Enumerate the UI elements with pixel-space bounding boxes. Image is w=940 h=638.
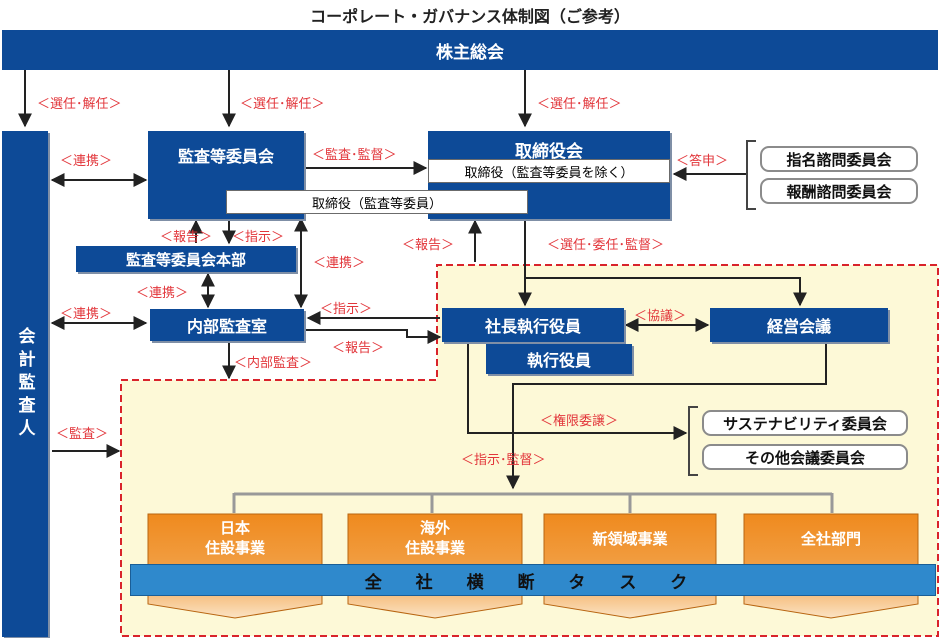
president-executive-officer-label: 社長執行役員: [484, 317, 581, 336]
label-report-answer: ＜答申＞: [676, 154, 729, 169]
label-report-to-board: ＜報告＞: [402, 238, 455, 253]
remuneration-committee: 報酬諮問委員会: [760, 178, 918, 204]
label-internal-audit: ＜内部監査＞: [234, 356, 313, 371]
label-audit-supervise: ＜監査･監督＞: [312, 148, 397, 163]
label-audit: ＜監査＞: [56, 427, 109, 442]
label-election-1: ＜選任･解任＞: [37, 97, 122, 112]
division-overseas-housing: 海外 住設事業: [404, 519, 465, 557]
audit-committee-hq: 監査等委員会本部: [76, 246, 296, 272]
label-consult: ＜協議＞: [634, 309, 687, 324]
directors-audit-members-label: 取締役（監査等委員）: [311, 196, 442, 212]
page-title: コーポレート・ガバナンス体制図（ご参考）: [310, 7, 630, 26]
label-report-to-committee: ＜報告＞: [160, 230, 213, 245]
board-of-directors-label: 取締役会: [515, 142, 583, 162]
label-delegation: ＜権限委譲＞: [540, 414, 619, 429]
audit-committee-label: 監査等委員会: [177, 147, 274, 166]
executive-officers-label: 執行役員: [526, 351, 591, 370]
directors-excluding-audit-members-label: 取締役（監査等委員を除く）: [464, 165, 634, 181]
label-instruct-hq: ＜指示＞: [232, 230, 285, 245]
nomination-committee: 指名諮問委員会: [760, 146, 918, 172]
management-council-label: 経営会議: [766, 317, 831, 336]
label-election-3: ＜選任･解任＞: [537, 97, 622, 112]
internal-audit-office-label: 内部監査室: [186, 317, 267, 336]
label-instruct-audit: ＜指示＞: [320, 302, 373, 317]
cross-company-task-band: 全 社 横 断 タ ス ク: [130, 564, 936, 596]
committee-bracket: [746, 140, 756, 210]
nomination-committee-label: 指名諮問委員会: [786, 150, 892, 169]
division-corporate: 全社部門: [800, 530, 861, 548]
shareholders-meeting: 株主総会: [2, 30, 938, 70]
label-coop-auditor-audit: ＜連携＞: [60, 307, 113, 322]
label-appoint-supervise: ＜選任･委任･監督＞: [547, 238, 665, 253]
label-election-2: ＜選任･解任＞: [240, 97, 325, 112]
label-instruct-supervise: ＜指示･監督＞: [461, 453, 546, 468]
label-coop-hq-audit: ＜連携＞: [136, 286, 189, 301]
cross-company-task-label: 全 社 横 断 タ ス ク: [364, 572, 702, 593]
audit-committee-hq-label: 監査等委員会本部: [125, 250, 246, 269]
remuneration-committee-label: 報酬諮問委員会: [786, 182, 892, 201]
sustainability-committee-label: サステナビリティ委員会: [723, 414, 887, 433]
directors-excluding-audit-members: 取締役（監査等委員を除く）: [428, 159, 670, 183]
shareholders-meeting-label: 株主総会: [436, 42, 504, 63]
president-executive-officer: 社長執行役員: [442, 308, 624, 342]
other-committees: その他会議委員会: [702, 444, 908, 470]
sustainability-committee: サステナビリティ委員会: [702, 410, 908, 436]
management-council: 経営会議: [710, 308, 888, 342]
council-bracket: [688, 406, 698, 476]
internal-audit-office: 内部監査室: [150, 309, 304, 341]
label-coop-auditor-committee: ＜連携＞: [60, 154, 113, 169]
division-new-business: 新領域事業: [592, 530, 668, 548]
directors-audit-members: 取締役（監査等委員）: [226, 190, 528, 214]
other-committees-label: その他会議委員会: [744, 448, 865, 467]
accounting-auditor: 会計監査人: [2, 131, 48, 637]
label-report-to-president: ＜報告＞: [332, 341, 385, 356]
label-coop-committee-audit: ＜連携＞: [313, 256, 366, 271]
accounting-auditor-label: 会計監査人: [14, 326, 35, 442]
division-japan-housing: 日本 住設事業: [204, 519, 265, 557]
executive-officers: 執行役員: [486, 344, 632, 374]
